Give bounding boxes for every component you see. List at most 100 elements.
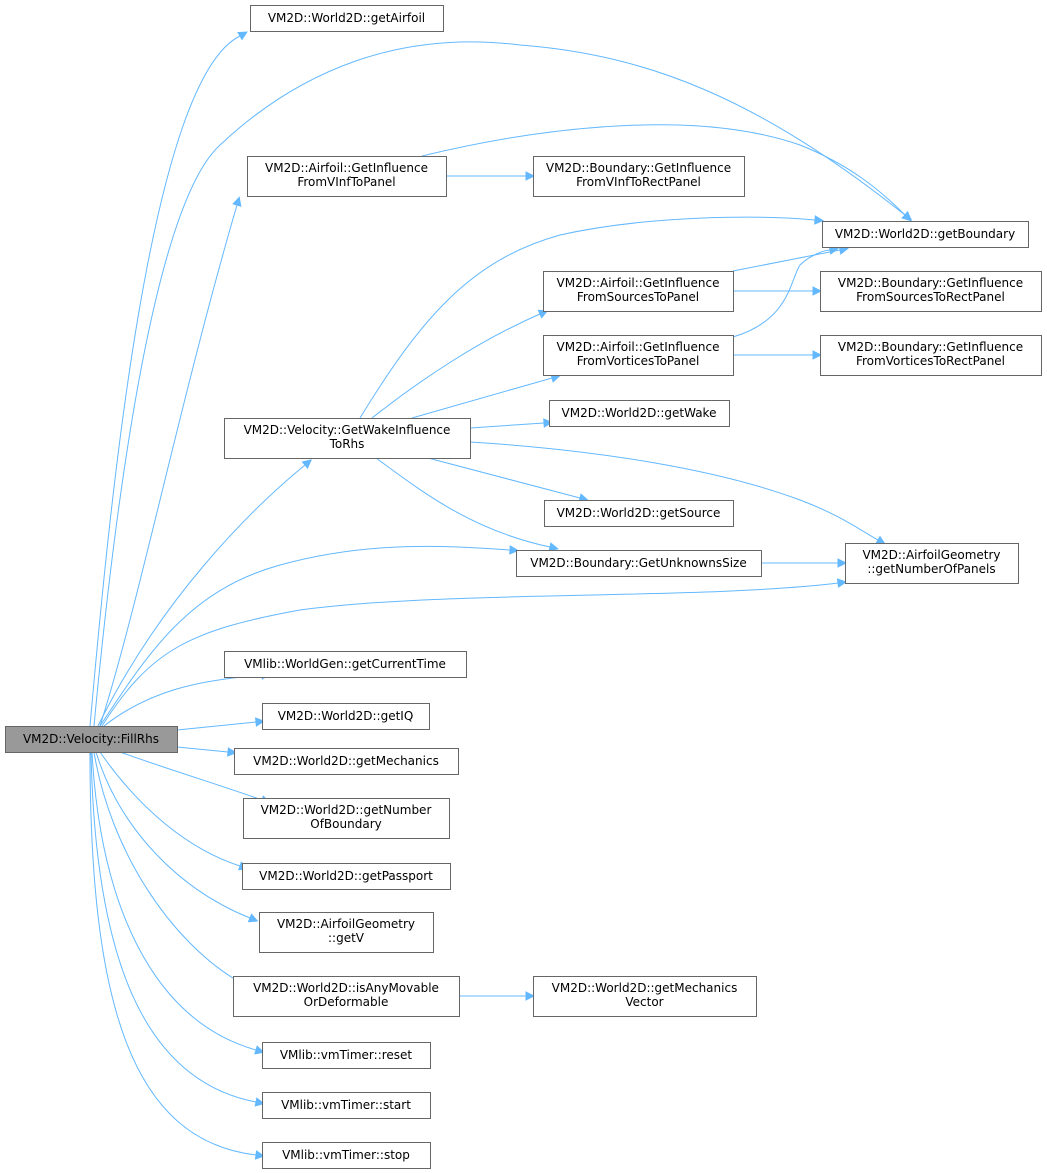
edge-wake-numpanels — [469, 441, 879, 541]
edge-vinf-getboundary — [421, 124, 906, 216]
edge-wake-getwake — [469, 422, 545, 429]
edge-wake-unknowns — [375, 457, 551, 548]
node-label: VMlib::WorldGen::getCurrentTime — [244, 657, 446, 671]
node-box — [820, 271, 1042, 312]
node-getairfoil[interactable]: VM2D::World2D::getAirfoil — [250, 5, 444, 32]
arrowhead-icon — [254, 1150, 266, 1160]
edge-asrc-getboundary — [732, 249, 841, 272]
node-label: VM2D::World2D::getWake — [562, 406, 717, 420]
arrowhead-icon — [237, 31, 248, 41]
edge-wake-getsource — [427, 457, 581, 499]
node-label: VM2D::Boundary::GetInfluence — [838, 340, 1023, 354]
node-getiq[interactable]: VM2D::World2D::getIQ — [262, 703, 430, 730]
arrowhead-icon — [901, 211, 912, 222]
node-stop[interactable]: VMlib::vmTimer::stop — [262, 1142, 431, 1169]
node-label: VM2D::World2D::isAnyMovable — [253, 981, 439, 995]
node-getboundary[interactable]: VM2D::World2D::getBoundary — [822, 221, 1029, 248]
node-getmech[interactable]: VM2D::World2D::getMechanics — [234, 748, 459, 775]
node-box — [543, 335, 734, 376]
arrowhead-icon — [836, 578, 848, 588]
node-box — [250, 5, 444, 32]
arrowhead-icon — [525, 171, 536, 181]
node-label: VM2D::AirfoilGeometry — [862, 548, 1000, 562]
node-box — [516, 550, 762, 577]
edge-fillrhs-passport — [99, 751, 241, 867]
node-label: VM2D::Airfoil::GetInfluence — [557, 276, 720, 290]
node-getsource[interactable]: VM2D::World2D::getSource — [544, 500, 734, 527]
node-label: VM2D::Boundary::GetUnknownsSize — [530, 556, 747, 570]
node-box — [243, 798, 450, 839]
node-b-vort[interactable]: VM2D::Boundary::GetInfluenceFromVortices… — [820, 335, 1042, 376]
node-box — [262, 703, 430, 730]
node-box — [233, 976, 460, 1017]
edge-wake-getboundary — [359, 216, 816, 419]
node-label: VM2D::World2D::getMechanics — [552, 981, 738, 995]
node-label: VM2D::World2D::getBoundary — [835, 227, 1015, 241]
node-label: VM2D::Airfoil::GetInfluence — [557, 340, 720, 354]
edge-fillrhs-curtime — [103, 674, 263, 727]
node-box — [247, 156, 447, 197]
node-b-vinf[interactable]: VM2D::Boundary::GetInfluenceFromVInfToRe… — [533, 156, 745, 197]
node-getv[interactable]: VM2D::AirfoilGeometry::getV — [259, 912, 434, 953]
edge-fillrhs-getboundary — [93, 41, 906, 727]
edge-wake-avort — [411, 377, 553, 419]
node-a-src[interactable]: VM2D::Airfoil::GetInfluenceFromSourcesTo… — [543, 271, 734, 312]
arrowhead-icon — [537, 309, 549, 319]
node-reset[interactable]: VMlib::vmTimer::reset — [262, 1042, 431, 1069]
node-unknowns[interactable]: VM2D::Boundary::GetUnknownsSize — [516, 550, 762, 577]
node-label: VM2D::World2D::getAirfoil — [268, 11, 425, 25]
node-label: VM2D::AirfoilGeometry — [277, 917, 415, 931]
node-label: VMlib::vmTimer::start — [281, 1098, 411, 1112]
node-a-vort[interactable]: VM2D::Airfoil::GetInfluenceFromVorticesT… — [543, 335, 734, 376]
node-label: FromVInfToPanel — [297, 175, 395, 189]
edge-fillrhs-numpanels — [101, 582, 839, 727]
edge-fillrhs-getmech — [176, 746, 229, 753]
edge-fillrhs-wakerhs — [97, 464, 306, 727]
node-label: VM2D::Velocity::GetWakeInfluence — [244, 423, 451, 437]
node-box — [822, 221, 1029, 248]
node-numpanels[interactable]: VM2D::AirfoilGeometry::getNumberOfPanels — [845, 543, 1019, 584]
edge-fillrhs-numbound — [119, 751, 263, 801]
node-label: OrDeformable — [304, 995, 389, 1009]
node-box — [242, 863, 451, 890]
node-getwake[interactable]: VM2D::World2D::getWake — [549, 400, 730, 427]
node-passport[interactable]: VM2D::World2D::getPassport — [242, 863, 451, 890]
node-label: VM2D::World2D::getIQ — [278, 709, 414, 723]
node-vinf[interactable]: VM2D::Airfoil::GetInfluenceFromVInfToPan… — [247, 156, 447, 197]
arrowhead-icon — [548, 542, 559, 552]
node-label: FromVInfToRectPanel — [576, 175, 701, 189]
node-fillrhs[interactable]: VM2D::Velocity::FillRhs — [5, 726, 178, 753]
node-box — [224, 418, 471, 459]
arrowhead-icon — [543, 418, 554, 428]
arrowhead-icon — [812, 350, 823, 360]
node-curtime[interactable]: VMlib::WorldGen::getCurrentTime — [224, 651, 467, 678]
arrowhead-icon — [812, 286, 823, 296]
edge-fillrhs-unknowns — [99, 545, 511, 727]
node-label: ::getV — [328, 931, 365, 945]
arrowhead-icon — [227, 747, 238, 757]
node-label: VM2D::Velocity::FillRhs — [23, 732, 159, 746]
node-label: FromVorticesToPanel — [577, 354, 700, 368]
node-label: VM2D::Boundary::GetInfluence — [546, 161, 731, 175]
edge-fillrhs-getv — [95, 751, 251, 919]
node-label: ToRhs — [329, 437, 365, 451]
node-box — [544, 500, 734, 527]
node-box — [224, 651, 467, 678]
edge-fillrhs-start — [90, 751, 257, 1103]
node-box — [549, 400, 730, 427]
node-label: FromVorticesToRectPanel — [856, 354, 1005, 368]
edge-fillrhs-movable — [93, 751, 237, 981]
edge-avort-getboundary — [732, 249, 831, 338]
node-start[interactable]: VMlib::vmTimer::start — [262, 1092, 431, 1119]
node-b-src[interactable]: VM2D::Boundary::GetInfluenceFromSourcesT… — [820, 271, 1042, 312]
node-label: OfBoundary — [310, 817, 381, 831]
edge-fillrhs-stop — [89, 751, 257, 1156]
node-label: VM2D::World2D::getNumber — [261, 803, 432, 817]
node-label: VM2D::Boundary::GetInfluence — [838, 276, 1023, 290]
node-box — [262, 1142, 431, 1169]
arrowhead-icon — [509, 545, 520, 555]
